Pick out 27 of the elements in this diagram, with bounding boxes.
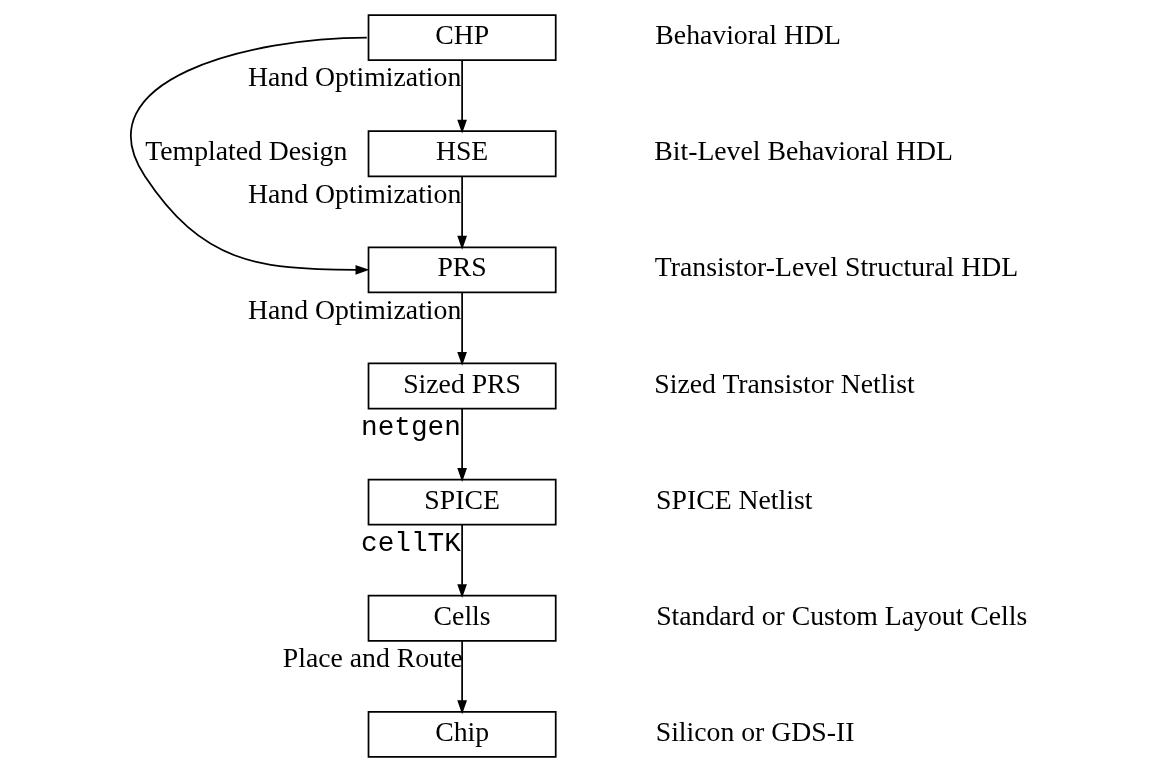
edge-label: Hand Optimization bbox=[248, 177, 462, 209]
node-box: PRS bbox=[367, 246, 557, 294]
edge-label: netgen bbox=[361, 411, 461, 443]
node-box: Chip bbox=[367, 711, 557, 758]
arrow bbox=[457, 640, 467, 715]
node-label: Behavioral HDL bbox=[655, 19, 841, 51]
arrow bbox=[457, 408, 467, 482]
arrow bbox=[457, 291, 467, 366]
node-box: CHP bbox=[367, 14, 557, 61]
edge-label: cellTK bbox=[361, 527, 461, 559]
node-label: SPICE Netlist bbox=[656, 483, 813, 515]
edge-label: Hand Optimization bbox=[248, 293, 462, 325]
edge-label: Hand Optimization bbox=[248, 61, 462, 93]
node-label: Sized Transistor Netlist bbox=[654, 367, 915, 399]
node-label: Silicon or GDS-II bbox=[655, 716, 855, 747]
edge-label: Templated Design bbox=[145, 135, 348, 167]
node-label: Standard or Custom Layout Cells bbox=[656, 599, 1028, 631]
node-label: Bit-Level Behavioral HDL bbox=[654, 135, 953, 167]
arrow bbox=[457, 524, 467, 599]
node-box: SPICE bbox=[367, 478, 557, 526]
arrow bbox=[130, 36, 370, 275]
arrow bbox=[457, 175, 467, 250]
node-label: Transistor-Level Structural HDL bbox=[654, 251, 1019, 283]
node-box: HSE bbox=[367, 130, 557, 178]
node-box: Cells bbox=[367, 594, 557, 642]
arrow bbox=[457, 59, 467, 134]
node-box: Sized PRS bbox=[367, 362, 557, 410]
